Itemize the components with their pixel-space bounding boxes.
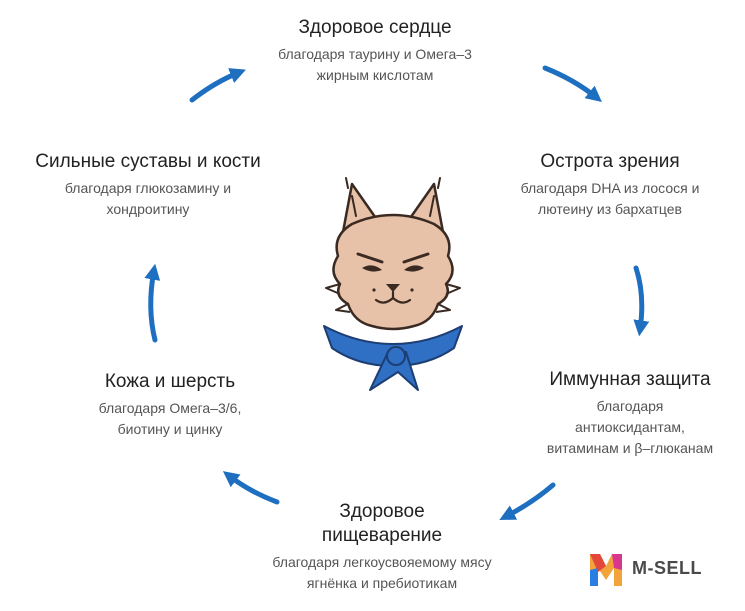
scarf-icon	[323, 325, 463, 367]
arrow-icon	[222, 471, 280, 505]
node-desc-line: антиоксидантам,	[575, 419, 685, 435]
node-immune-protection: Иммунная защита благодаря антиоксидантам…	[520, 368, 740, 459]
node-desc-line: лютеину из бархатцев	[538, 201, 682, 217]
node-healthy-digestion: Здоровое пищеварение благодаря легкоусво…	[248, 500, 516, 594]
node-desc-line: благодаря	[596, 398, 664, 414]
node-skin-and-fur: Кожа и шерсть благодаря Омега–3/6, биоти…	[60, 370, 280, 440]
brand-name: M-SELL	[632, 557, 702, 578]
node-title: Сильные суставы и кости	[35, 151, 261, 172]
node-vision: Острота зрения благодаря DHA из лосося и…	[500, 150, 720, 220]
arrow-icon	[633, 265, 650, 337]
node-healthy-heart: Здоровое сердце благодаря таурину и Омег…	[240, 16, 510, 86]
node-desc-line: витаминам и β–глюканам	[546, 440, 714, 456]
arrow-icon	[144, 263, 161, 343]
arrow-icon	[542, 65, 602, 103]
node-desc-line: благодаря DHA из лосося и	[520, 180, 700, 196]
node-title: Иммунная защита	[549, 369, 711, 390]
node-desc-line: ягнёнка и пребиотикам	[306, 575, 458, 591]
node-joints-and-bones: Сильные суставы и кости благодаря глюкоз…	[8, 150, 288, 220]
brand: M-SELL	[588, 548, 702, 588]
node-desc-line: благодаря глюкозамину и	[64, 180, 232, 196]
node-title: Здоровое сердце	[298, 17, 452, 38]
node-desc-line: жирным кислотам	[316, 67, 434, 83]
node-title: Кожа и шерсть	[104, 371, 236, 392]
node-desc-line: биотину и цинку	[117, 421, 223, 437]
cat-illustration	[323, 177, 463, 391]
node-title: пищеварение	[321, 525, 443, 546]
node-desc-line: хондроитину	[106, 201, 190, 217]
arrow-icon	[499, 482, 556, 520]
node-desc-line: благодаря легкоусвояемому мясу	[272, 554, 492, 570]
node-desc-line: благодаря таурину и Омега–3	[278, 46, 472, 62]
m-sell-logo-icon	[590, 554, 622, 586]
arrow-icon	[189, 68, 246, 103]
node-desc-line: благодаря Омега–3/6,	[98, 400, 242, 416]
node-title: Здоровое	[339, 501, 425, 522]
node-title: Острота зрения	[540, 151, 680, 172]
